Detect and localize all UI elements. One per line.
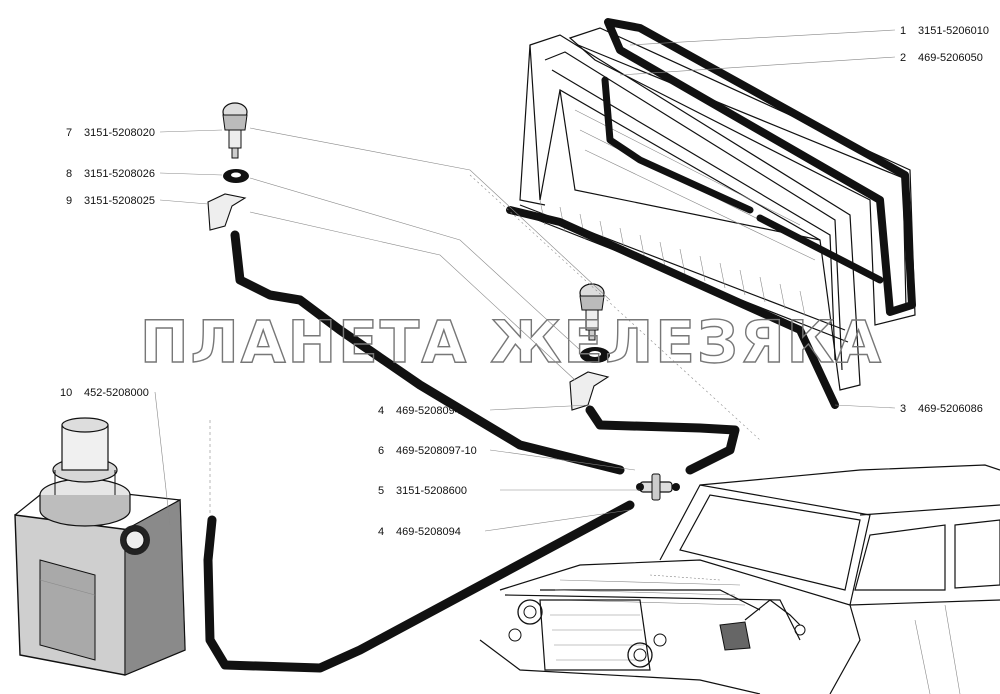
callout-1-num: 1 (900, 25, 906, 37)
callout-6-num: 6 (378, 445, 384, 457)
callout-4b-part: 469-5208094 (396, 526, 461, 538)
callout-7-num: 7 (66, 127, 72, 139)
tee-connector (636, 473, 680, 501)
seal-strip-upper (601, 76, 754, 214)
callout-9-part: 3151-5208025 (84, 195, 155, 207)
callout-9-num: 9 (66, 195, 72, 207)
callout-5-num: 5 (378, 485, 384, 497)
callout-1-part: 3151-5206010 (918, 25, 989, 37)
cowl-seal-strip (506, 206, 839, 409)
windshield-glass (568, 27, 916, 326)
hose-left-upper (230, 230, 625, 475)
callout-10-part: 452-5208000 (84, 387, 149, 399)
watermark-text: ПЛАНЕТА ЖЕЛЕЗЯКА (140, 308, 883, 376)
callout-5-part: 3151-5208600 (396, 485, 467, 497)
callout-4a-part: 469-5208094 (396, 405, 461, 417)
nozzle-bracket-left (207, 193, 247, 231)
callout-8-part: 3151-5208026 (84, 168, 155, 180)
callout-8-num: 8 (66, 168, 72, 180)
leader-lines (154, 29, 896, 532)
callout-6-part: 469-5208097-10 (396, 445, 477, 457)
seal-strip-lower (756, 214, 884, 284)
callout-2-num: 2 (900, 52, 906, 64)
callout-3-num: 3 (900, 403, 906, 415)
hose-lower (203, 500, 635, 673)
callout-4b-num: 4 (378, 526, 384, 538)
callout-3-part: 469-5206086 (918, 403, 983, 415)
washer-nozzle-left (222, 102, 248, 159)
hose-center (585, 405, 740, 475)
callout-7-part: 3151-5208020 (84, 127, 155, 139)
windshield-seal (604, 18, 916, 316)
callout-4a-num: 4 (378, 405, 384, 417)
callout-2-part: 469-5206050 (918, 52, 983, 64)
nozzle-bracket-center (569, 371, 610, 411)
washer-reservoir (14, 417, 211, 676)
callout-10-num: 10 (60, 387, 72, 399)
callout-labels: 1 3151-5206010 2 469-5206050 3 469-52060… (60, 25, 989, 538)
vehicle-illustration (479, 464, 1000, 694)
